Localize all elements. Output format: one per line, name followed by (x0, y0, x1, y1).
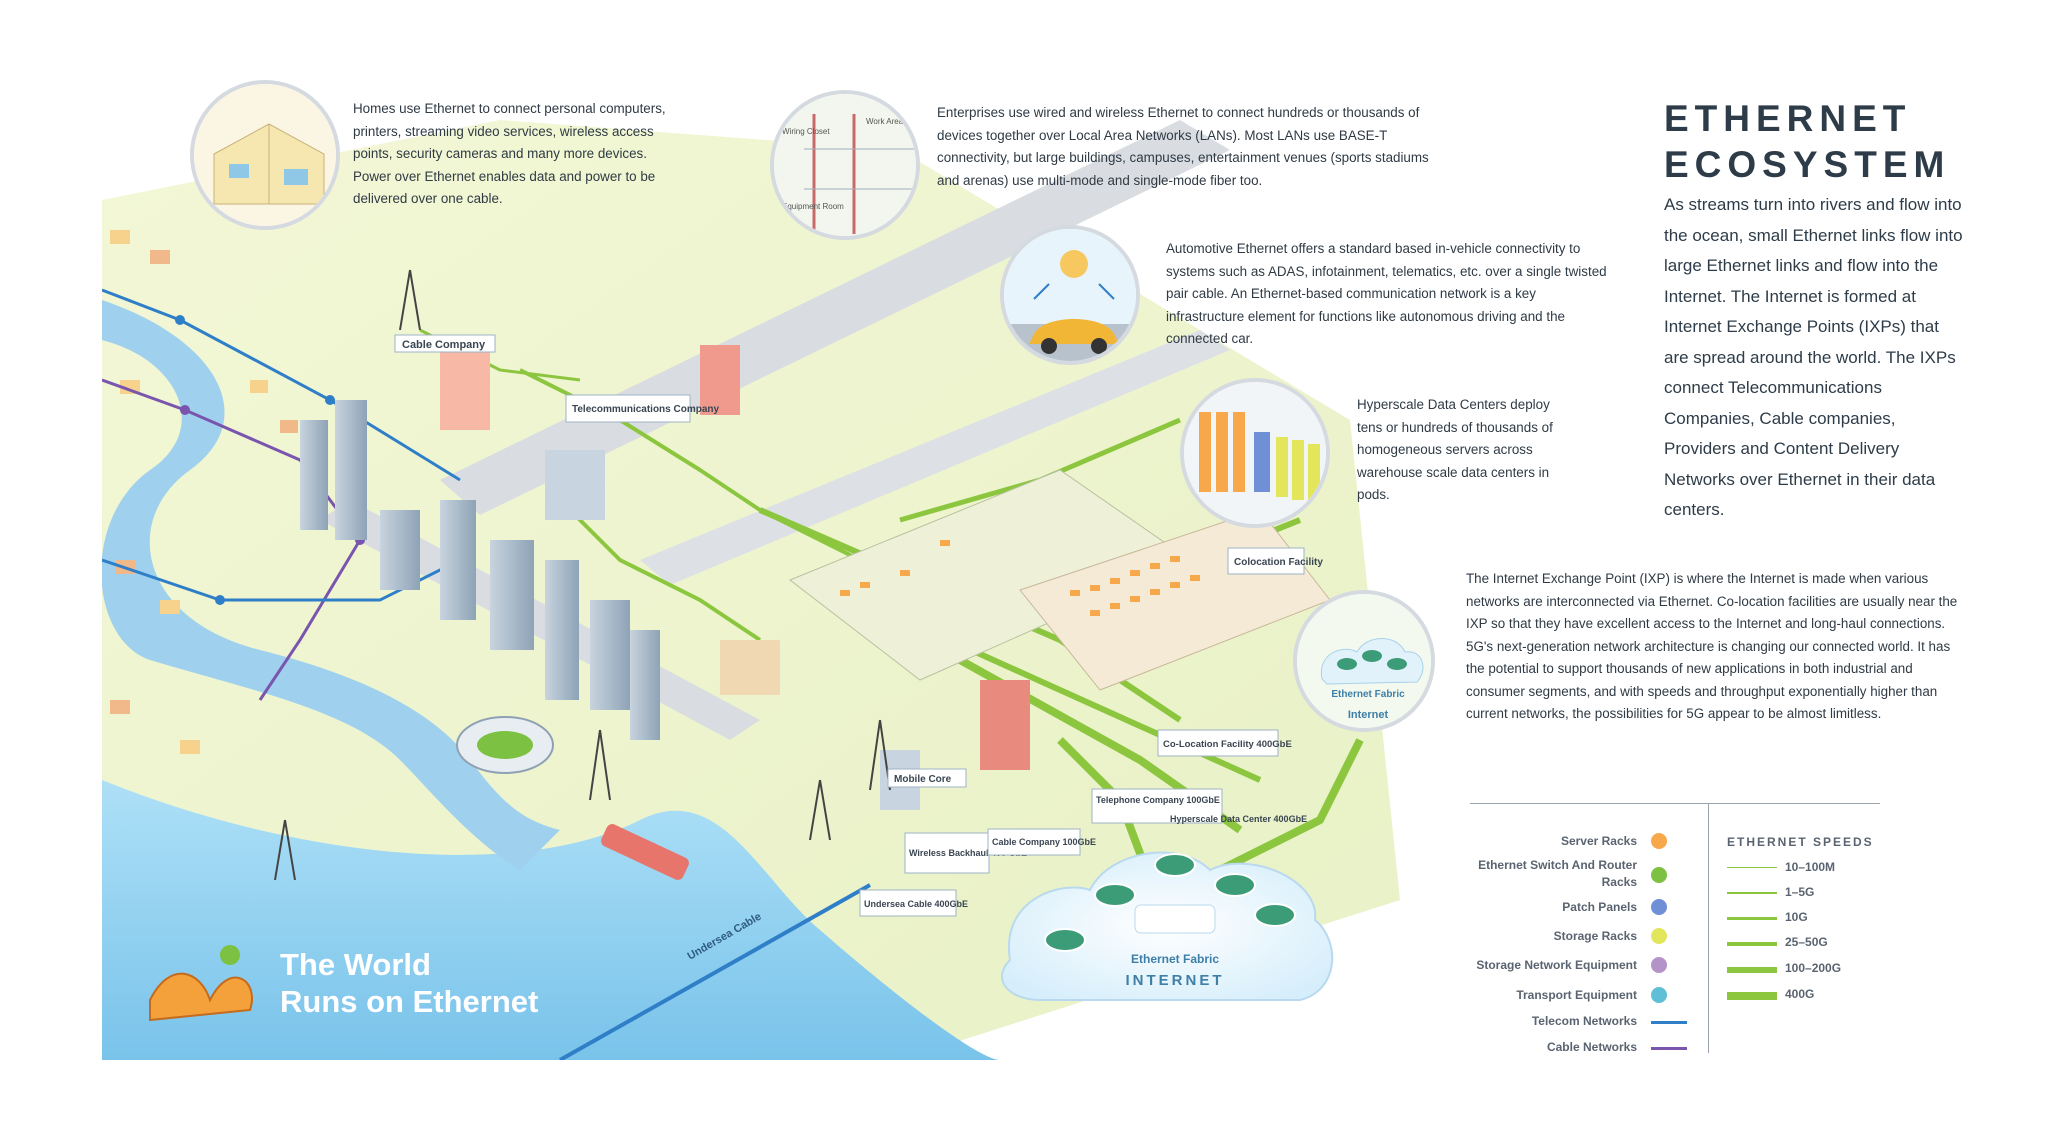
river (102, 300, 560, 870)
label-telecom-company: Telecommunications Company (572, 404, 720, 415)
map-labels: Cable Company Telecommunications Company… (394, 334, 1323, 989)
legend-dot-patch-panels (1651, 899, 1667, 915)
dragon-icon (149, 945, 253, 1022)
cell-towers (274, 269, 891, 881)
label-cable-company-100: Cable Company 100GbE (992, 837, 1096, 847)
legend-dot-switch-racks (1651, 867, 1667, 883)
home-callout (190, 80, 340, 230)
legend-label-storage-racks: Storage Racks (1553, 929, 1637, 943)
legend-divider (1708, 803, 1709, 1053)
label-hyperscale-dc: Hyperscale Data Center 400GbE (1170, 814, 1307, 824)
legend-line-cable (1651, 1047, 1687, 1050)
cargo-ship (601, 824, 689, 880)
wiring-closet-label: Wiring Closet (782, 127, 830, 136)
title-line1: ETHERNET (1664, 98, 1912, 139)
legend-speeds-title: ETHERNET SPEEDS (1727, 835, 1874, 849)
speed-label-10g: 10G (1785, 910, 1808, 924)
suburb-houses (110, 230, 298, 754)
speed-swatch-400g (1727, 992, 1777, 1000)
speed-swatch-1-5g (1727, 892, 1777, 894)
banner-line2: Runs on Ethernet (280, 984, 538, 1019)
work-area-label: Work Area (866, 117, 904, 126)
legend-line-telecom (1651, 1021, 1687, 1024)
title-line2: ECOSYSTEM (1664, 144, 1951, 185)
ixp-internet-label: Internet (1348, 709, 1389, 721)
company-buildings (440, 345, 1030, 810)
ixp-fabric-label: Ethernet Fabric (1331, 689, 1405, 700)
label-undersea-cable-400: Undersea Cable 400GbE (864, 899, 968, 909)
internet-cloud (1000, 851, 1334, 1001)
label-mobile-core: Mobile Core (894, 774, 952, 785)
label-colocation: Colocation Facility (1234, 557, 1323, 568)
page-title: ETHERNET ECOSYSTEM (1664, 96, 1950, 188)
enterprise-callout: Work Area Wiring Closet Equipment Room (770, 90, 920, 240)
ixp-description: The Internet Exchange Point (IXP) is whe… (1466, 571, 1958, 721)
intro-text: As streams turn into rivers and flow int… (1664, 195, 1963, 519)
legend: Server Racks Ethernet Switch And Router … (1455, 795, 1880, 1055)
legend-dot-storage-network (1651, 957, 1667, 973)
legend-top-rule (1470, 803, 1880, 804)
label-telephone-company: Telephone Company 100GbE (1096, 795, 1220, 805)
legend-label-server-racks: Server Racks (1560, 834, 1637, 848)
legend-label-patch-panels: Patch Panels (1562, 900, 1637, 914)
label-wireless-backhaul: Wireless Backhaul 400 GbE (909, 848, 1027, 858)
legend-dot-storage-racks (1651, 928, 1667, 944)
label-internet: INTERNET (1126, 972, 1225, 989)
cable-network-line (102, 378, 362, 701)
telecom-network-line (102, 288, 461, 482)
speed-label-25-50g: 25–50G (1785, 935, 1828, 949)
legend-dot-transport (1651, 987, 1667, 1003)
speed-swatch-100-200g (1727, 967, 1777, 973)
enterprise-description: Enterprises use wired and wireless Ether… (937, 105, 1429, 188)
legend-label-cable-networks: Cable Networks (1546, 1040, 1637, 1054)
legend-label-storage-network: Storage Network Equipment (1476, 958, 1637, 972)
banner: The World Runs on Ethernet (149, 945, 538, 1022)
undersea-cable-line (559, 883, 871, 1060)
legend-label-transport: Transport Equipment (1516, 988, 1637, 1002)
banner-line1: The World (280, 947, 431, 982)
label-ethernet-fabric: Ethernet Fabric (1131, 952, 1219, 966)
sea (102, 780, 1000, 1060)
speed-label-100-200g: 100–200G (1785, 961, 1842, 975)
legend-label-switch-racks: Ethernet Switch And Router Racks (1478, 858, 1637, 889)
hyperscale-callout (1180, 378, 1330, 528)
equipment-room-label: Equipment Room (782, 202, 844, 211)
legend-label-telecom-networks: Telecom Networks (1531, 1014, 1637, 1028)
label-cable-company: Cable Company (402, 339, 486, 351)
skyscrapers (300, 400, 660, 740)
speed-label-10-100m: 10–100M (1785, 860, 1836, 874)
ixp-callout: Ethernet Fabric Internet (1293, 590, 1435, 732)
label-colocation-400: Co-Location Facility 400GbE (1163, 739, 1292, 750)
legend-dot-server-racks (1651, 833, 1667, 849)
homes-description: Homes use Ethernet to connect personal c… (353, 101, 666, 206)
speed-swatch-25-50g (1727, 942, 1777, 946)
speed-label-1-5g: 1–5G (1785, 885, 1815, 899)
automotive-description: Automotive Ethernet offers a standard ba… (1166, 241, 1607, 346)
speed-swatch-10-100m (1727, 867, 1777, 868)
automotive-callout (1000, 225, 1140, 365)
hyperscale-description: Hyperscale Data Centers deploy tens or h… (1357, 397, 1553, 502)
speed-swatch-10g (1727, 917, 1777, 920)
speed-label-400g: 400G (1785, 987, 1815, 1001)
